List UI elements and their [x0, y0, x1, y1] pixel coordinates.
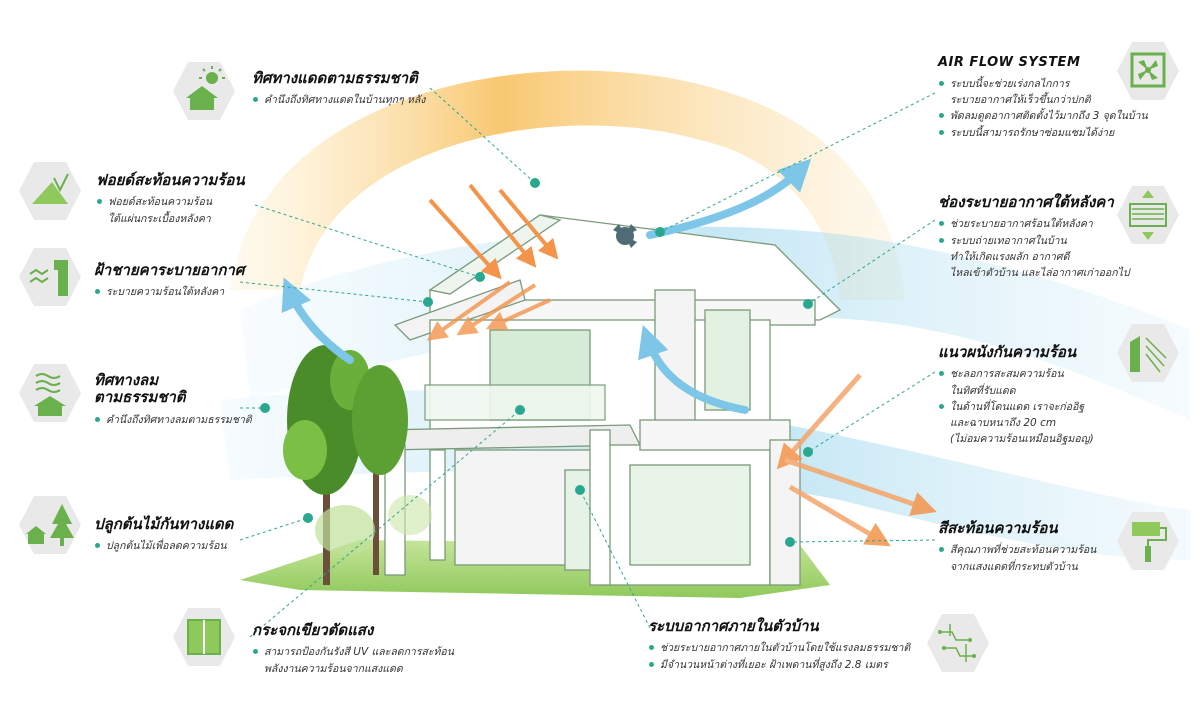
sun-path-band	[230, 70, 905, 300]
paint-roller-icon	[1117, 512, 1179, 570]
fan-icon	[1117, 42, 1179, 100]
leader-dots	[260, 178, 813, 547]
callout-title: ฝ้าชายคาระบายอากาศ	[94, 261, 245, 279]
callout-line: สามารถป้องกันรังสี UV และลดการสะท้อน	[252, 644, 454, 660]
callout-line: ทำให้เกิดแรงผลัก อากาศดี	[950, 250, 1070, 263]
callout-reflective-foil: ฟอยด์สะท้อนความร้อน ฟอยด์สะท้อนความร้อน …	[96, 171, 245, 227]
wall-icon	[1117, 324, 1179, 382]
callout-line: ช่วยระบายอากาศร้อนใต้หลังคา	[938, 216, 1130, 232]
callout-green-glass: กระจกเขียวตัดแสง สามารถป้องกันรังสี UV แ…	[252, 621, 454, 677]
callout-heat-resistant-wall: แนวผนังกันความร้อน ชะลอการสะสมความร้อน ใ…	[938, 343, 1094, 448]
callout-line: ฟอยด์สะท้อนความร้อน	[96, 194, 245, 210]
callout-vented-eave: ฝ้าชายคาระบายอากาศ ระบายความร้อนใต้หลังค…	[94, 261, 245, 301]
callout-line: ใต้แผ่นกระเบื้องหลังคา	[108, 212, 211, 225]
callout-title: แนวผนังกันความร้อน	[938, 343, 1077, 361]
callout-internal-ventilation: ระบบอากาศภายในตัวบ้าน ช่วยระบายอากาศภายใ…	[648, 617, 910, 673]
tree-house-icon	[19, 496, 81, 554]
callout-title: ทิศทางแดดตามธรรมชาติ	[252, 69, 418, 87]
callout-line: คำนึงถึงทิศทางลมตามธรรมชาติ	[94, 412, 252, 428]
callout-line: จากแสงแดดที่กระทบตัวบ้าน	[950, 560, 1078, 573]
callout-line: สีคุณภาพที่ช่วยสะท้อนความร้อน	[938, 542, 1096, 558]
callout-line: และฉาบหนาถึง 20 cm	[950, 417, 1057, 430]
sun-house-icon	[173, 62, 235, 120]
callout-line: ระบบถ่ายเทอากาศในบ้าน	[938, 233, 1130, 249]
roof-fan	[613, 224, 637, 248]
callout-air-flow-system: AIR FLOW SYSTEM ระบบนี้จะช่วยเร่งกลไกการ…	[938, 55, 1148, 141]
callout-title: ระบบอากาศภายในตัวบ้าน	[648, 617, 819, 635]
callout-reflective-paint: สีสะท้อนความร้อน สีคุณภาพที่ช่วยสะท้อนคว…	[938, 519, 1096, 575]
callout-title: สีสะท้อนความร้อน	[938, 519, 1058, 537]
callout-title: ฟอยด์สะท้อนความร้อน	[96, 171, 245, 189]
callout-title: ปลูกต้นไม้กันทางแดด	[94, 515, 234, 533]
callout-roof-ventilation: ช่องระบายอากาศใต้หลังคา ช่วยระบายอากาศร้…	[938, 193, 1130, 281]
callout-line: พัดลมดูดอากาศติดตั้งไว้มากถึง 3 จุดในบ้า…	[938, 108, 1148, 124]
callout-line: ในด้านที่โดนแดด เราจะก่ออิฐ	[938, 399, 1094, 415]
foil-icon	[19, 162, 81, 220]
callout-shade-trees: ปลูกต้นไม้กันทางแดด ปลูกต้นไม้เพื่อลดควา…	[94, 515, 234, 555]
reflected-rays	[776, 373, 937, 547]
callout-natural-sunlight: ทิศทางแดดตามธรรมชาติ คำนึงถึงทิศทางแดดใน…	[252, 69, 425, 109]
callout-natural-wind: ทิศทางลมตามธรรมชาติ คำนึงถึงทิศทางลมตามธ…	[94, 371, 252, 428]
vent-grille-icon	[1117, 186, 1179, 244]
sun-rays	[426, 183, 559, 341]
callout-line: ชะลอการสะสมความร้อน	[938, 366, 1094, 382]
callout-line: ระบบนี้จะช่วยเร่งกลไกการ	[938, 76, 1148, 92]
leader-lines	[239, 87, 936, 638]
callout-line: ไหลเข้าตัวบ้าน และไล่อากาศเก่าออกไป	[950, 267, 1130, 280]
callout-title-line-2: ตามธรรมชาติ	[94, 388, 186, 407]
wind-house-icon	[19, 364, 81, 422]
callout-title: AIR FLOW SYSTEM	[938, 55, 1081, 70]
callout-line: (ไม่อมความร้อนเหมือนอิฐมอญ)	[950, 433, 1094, 446]
air-flow-arrows	[281, 158, 812, 414]
window-icon	[173, 608, 235, 666]
callout-line: ช่วยระบายอากาศภายในตัวบ้านโดยใช้แรงลมธรร…	[648, 640, 910, 656]
callout-line: ในทิศที่รับแดด	[950, 384, 1016, 397]
callout-line: คำนึงถึงทิศทางแดดในบ้านทุกๆ หลัง	[252, 92, 425, 108]
callout-line: พลังงานความร้อนจากแสงแดด	[264, 662, 403, 675]
callout-line: มีจำนวนหน้าต่างที่เยอะ ฝ้าเพดานที่สูงถึง…	[648, 657, 910, 673]
callout-title: ช่องระบายอากาศใต้หลังคา	[938, 193, 1114, 211]
callout-line: ระบายอากาศให้เร็วขึ้นกว่าปกติ	[950, 94, 1091, 107]
tree-illustration	[283, 345, 432, 585]
callout-line: ปลูกต้นไม้เพื่อลดความร้อน	[94, 538, 233, 554]
circuit-icon	[927, 614, 989, 672]
eave-vent-icon	[19, 248, 81, 306]
callout-line: ระบายความร้อนใต้หลังคา	[94, 284, 244, 300]
callout-title: กระจกเขียวตัดแสง	[252, 621, 374, 639]
callout-title-line-1: ทิศทางลม	[94, 371, 159, 389]
callout-line: ระบบนี้สามารถรักษาซ่อมแซมได้ง่าย	[938, 125, 1148, 141]
